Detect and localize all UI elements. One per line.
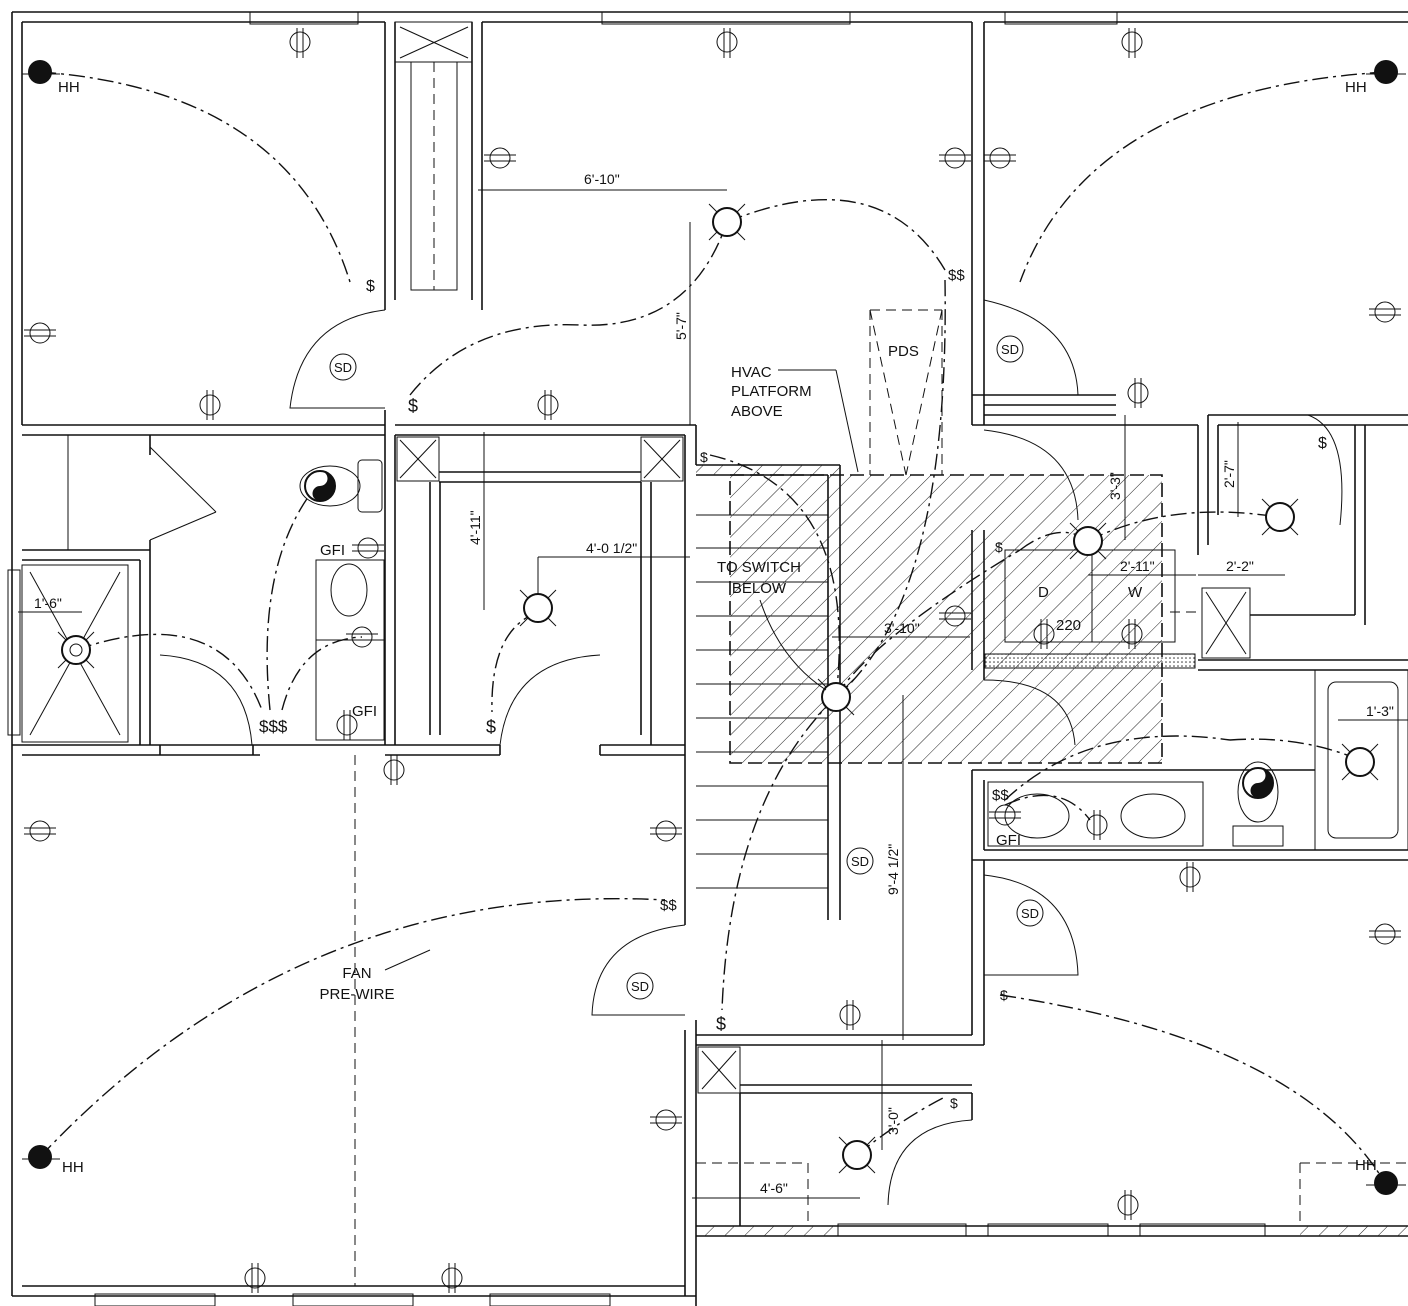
duplex-outlets-vertical	[199, 28, 1201, 1293]
ceiling-light-fixture	[838, 1136, 876, 1174]
fan-label: FAN	[342, 965, 371, 982]
dimension-text: 3'-3"	[1107, 472, 1123, 500]
dimension-text: 3'-10"	[884, 620, 920, 636]
gfi-label: GFI	[996, 832, 1021, 849]
pds-label: PDS	[888, 343, 919, 360]
smoke-detector-label: SD	[851, 854, 869, 869]
smoke-detector-label: SD	[334, 360, 352, 375]
exhaust-fan	[1237, 761, 1279, 823]
switch-double-label: $$	[992, 787, 1009, 804]
hh-fixture	[22, 1145, 60, 1169]
hh-label: HH	[62, 1159, 84, 1176]
dryer-label: D	[1038, 584, 1049, 601]
smoke-detector-label: SD	[1001, 342, 1019, 357]
circuit-wiring	[39, 71, 1387, 1184]
dimension-text: 2'-2"	[1226, 558, 1254, 574]
switch-label: $	[1318, 435, 1327, 452]
duplex-outlets	[24, 147, 1401, 1131]
dimension-text: 4'-11"	[467, 510, 483, 545]
hh-fixture	[1366, 60, 1406, 84]
switch-label: $	[366, 278, 375, 295]
text-labels: HH HH HH HH GFI GFI GFI PDS HVAC PLATFOR…	[58, 79, 1377, 1176]
dimension-text: 6'-10"	[584, 171, 620, 187]
hvac-label: PLATFORM	[731, 383, 812, 400]
smoke-detector: SD	[626, 972, 654, 1000]
light-switches: $ $ $ $ $ $ $ $ $ $$$ $$ $$ $$	[259, 267, 1327, 1111]
door-swings	[159, 299, 1343, 1206]
smoke-detector-label: SD	[1021, 906, 1039, 921]
gfi-label: GFI	[352, 703, 377, 720]
switch-label: $	[995, 539, 1003, 555]
hvac-label: ABOVE	[731, 403, 783, 420]
walls	[7, 11, 1408, 1306]
exhaust-fan	[299, 465, 361, 507]
hh-fixture	[22, 60, 60, 84]
fan-label: PRE-WIRE	[320, 986, 395, 1003]
smoke-detector: SD	[996, 335, 1024, 363]
smoke-detector-label: SD	[631, 979, 649, 994]
switch-double-label: $$	[660, 897, 677, 914]
dimension-text: 9'-4 1/2"	[885, 844, 901, 895]
switch-triple-label: $$$	[259, 717, 288, 736]
switch-label: $	[1000, 987, 1008, 1003]
dimension-text: 5'-7"	[673, 312, 689, 340]
dimension-text: 1'-3"	[1366, 703, 1394, 719]
smoke-detector: SD	[329, 353, 357, 381]
switch-label: $	[408, 396, 418, 416]
hh-label: HH	[58, 79, 80, 96]
hh-fixture	[1366, 1171, 1406, 1195]
smoke-detector: SD	[846, 847, 874, 875]
switch-double-label: $$	[948, 267, 965, 284]
hvac-label: HVAC	[731, 364, 772, 381]
switch-label: $	[486, 717, 496, 737]
ceiling-light-fixture	[519, 589, 557, 627]
ceiling-light-fixture	[708, 203, 746, 241]
switch-label: $	[950, 1095, 958, 1111]
dimension-text: 3'-0"	[885, 1107, 901, 1135]
ceiling-light-fixture	[1341, 743, 1379, 781]
dimension-text: 4'-6"	[760, 1180, 788, 1196]
switch-label: $	[700, 449, 708, 465]
ceiling-light-fixture	[1261, 498, 1299, 536]
ceiling-light-fixture	[817, 678, 855, 716]
shower-light-fixture	[57, 631, 95, 669]
gfi-label: GFI	[320, 542, 345, 559]
dimension-lines	[18, 189, 1408, 1199]
switch-below-label: BELOW	[732, 580, 787, 597]
ceiling-light-fixture	[1069, 522, 1107, 560]
washer-label: W	[1128, 584, 1143, 601]
dimension-texts: 6'-10" 5'-7" 4'-11" 4'-0 1/2" 1'-6" 3'-1…	[34, 171, 1394, 1196]
voltage-label: 220	[1056, 617, 1081, 634]
smoke-detector: SD	[1016, 899, 1044, 927]
hh-label: HH	[1345, 79, 1367, 96]
switch-below-label: TO SWITCH	[717, 559, 801, 576]
dimension-text: 2'-11"	[1120, 558, 1155, 574]
dimension-text: 4'-0 1/2"	[586, 540, 637, 556]
dimension-text: 2'-7"	[1221, 460, 1237, 488]
switch-label: $	[716, 1014, 726, 1034]
dimension-text: 1'-6"	[34, 595, 62, 611]
hh-label: HH	[1355, 1157, 1377, 1174]
